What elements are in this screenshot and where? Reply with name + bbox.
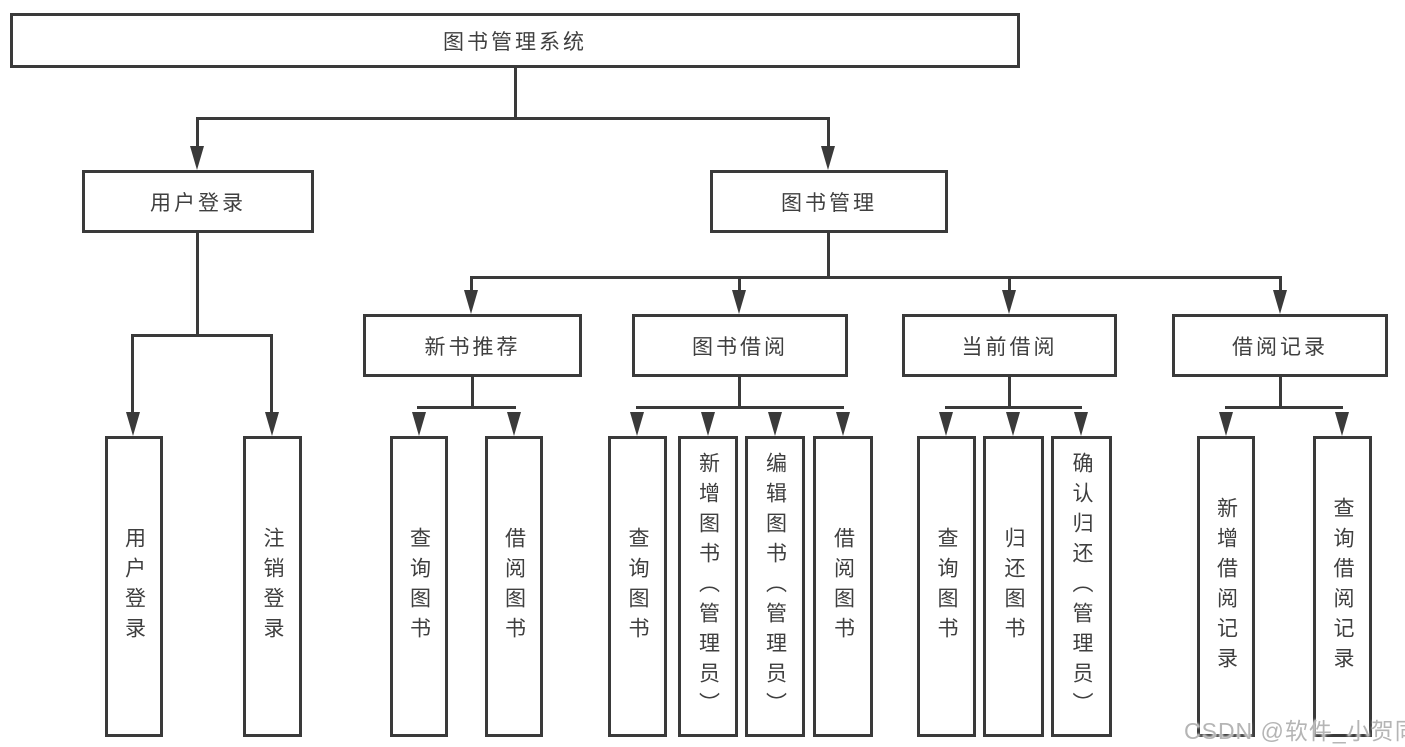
arrow-down-icon <box>190 146 204 170</box>
node-user-login-label: 用户登录 <box>150 191 246 215</box>
arrow-down-icon <box>768 412 782 436</box>
connector-drop-group3 <box>1008 276 1011 294</box>
leaf-add-borrow-record-label: 新增借阅记录 <box>1214 496 1238 677</box>
leaf-recommend-borrow-books: 借阅图书 <box>485 436 543 737</box>
leaf-confirm-return-admin: 确认归还（管理员） <box>1051 436 1112 737</box>
leaf-query-borrow-record-label: 查询借阅记录 <box>1331 496 1355 677</box>
node-borrow-records-label: 借阅记录 <box>1232 335 1328 359</box>
leaf-return-books: 归还图书 <box>983 436 1044 737</box>
node-root: 图书管理系统 <box>10 13 1020 68</box>
arrow-down-icon <box>126 412 140 436</box>
leaf-user-login-label: 用户登录 <box>122 526 146 647</box>
leaf-borrow-books: 借阅图书 <box>813 436 873 737</box>
connector-group2-stem <box>738 377 741 408</box>
connector-group3-branch <box>945 406 1082 409</box>
connector-drop-login-child1 <box>131 334 134 414</box>
leaf-user-login: 用户登录 <box>105 436 163 737</box>
node-book-management: 图书管理 <box>710 170 948 233</box>
node-book-management-label: 图书管理 <box>781 191 877 215</box>
connector-login-stem <box>196 233 199 335</box>
connector-mgmt-stem <box>827 233 830 278</box>
csdn-watermark: CSDN @软件_小贺同学 <box>1184 718 1405 744</box>
arrow-down-icon <box>1219 412 1233 436</box>
node-new-book-recommend: 新书推荐 <box>363 314 582 377</box>
arrow-down-icon <box>1273 290 1287 314</box>
connector-drop-mgmt <box>827 117 830 149</box>
node-current-borrow-label: 当前借阅 <box>961 335 1058 359</box>
connector-group4-branch <box>1225 406 1343 409</box>
connector-drop-group4 <box>1279 276 1282 294</box>
node-book-borrow: 图书借阅 <box>632 314 848 377</box>
leaf-borrow-query-books-label: 查询图书 <box>626 526 650 647</box>
connector-drop-group2 <box>738 276 741 294</box>
leaf-recommend-query-books-label: 查询图书 <box>407 526 431 647</box>
leaf-edit-books-admin: 编辑图书（管理员） <box>745 436 805 737</box>
leaf-query-borrow-record: 查询借阅记录 <box>1313 436 1372 737</box>
connector-drop-login-child2 <box>270 334 273 414</box>
arrow-down-icon <box>464 290 478 314</box>
connector-root-stem <box>514 68 517 118</box>
node-user-login: 用户登录 <box>82 170 314 233</box>
node-book-borrow-label: 图书借阅 <box>692 335 788 359</box>
connector-login-branch <box>131 334 273 337</box>
node-current-borrow: 当前借阅 <box>902 314 1117 377</box>
leaf-confirm-return-admin-label: 确认归还（管理员） <box>1070 451 1094 722</box>
node-borrow-records: 借阅记录 <box>1172 314 1388 377</box>
arrow-down-icon <box>1074 412 1088 436</box>
leaf-return-books-label: 归还图书 <box>1002 526 1026 647</box>
leaf-current-query-books-label: 查询图书 <box>935 526 959 647</box>
connector-group1-branch <box>417 406 516 409</box>
leaf-add-books-admin: 新增图书（管理员） <box>678 436 738 737</box>
connector-group3-stem <box>1008 377 1011 408</box>
arrow-down-icon <box>939 412 953 436</box>
arrow-down-icon <box>1335 412 1349 436</box>
connector-drop-login <box>196 117 199 149</box>
arrow-down-icon <box>732 290 746 314</box>
connector-mgmt-branch <box>470 276 1282 279</box>
leaf-edit-books-admin-label: 编辑图书（管理员） <box>763 451 787 722</box>
leaf-add-borrow-record: 新增借阅记录 <box>1197 436 1255 737</box>
arrow-down-icon <box>701 412 715 436</box>
node-new-book-recommend-label: 新书推荐 <box>424 335 521 359</box>
arrow-down-icon <box>1006 412 1020 436</box>
arrow-down-icon <box>507 412 521 436</box>
node-root-label: 图书管理系统 <box>443 30 587 54</box>
leaf-add-books-admin-label: 新增图书（管理员） <box>696 451 720 722</box>
arrow-down-icon <box>412 412 426 436</box>
leaf-current-query-books: 查询图书 <box>917 436 976 737</box>
connector-group2-branch <box>636 406 844 409</box>
arrow-down-icon <box>1002 290 1016 314</box>
connector-root-branch <box>196 117 830 120</box>
leaf-borrow-books-label: 借阅图书 <box>831 526 855 647</box>
connector-group1-stem <box>471 377 474 408</box>
leaf-borrow-query-books: 查询图书 <box>608 436 667 737</box>
connector-drop-group1 <box>470 276 473 294</box>
arrow-down-icon <box>630 412 644 436</box>
arrow-down-icon <box>821 146 835 170</box>
arrow-down-icon <box>265 412 279 436</box>
leaf-logout-label: 注销登录 <box>261 526 285 647</box>
connector-group4-stem <box>1279 377 1282 408</box>
arrow-down-icon <box>836 412 850 436</box>
leaf-logout: 注销登录 <box>243 436 302 737</box>
leaf-recommend-borrow-books-label: 借阅图书 <box>502 526 526 647</box>
leaf-recommend-query-books: 查询图书 <box>390 436 448 737</box>
